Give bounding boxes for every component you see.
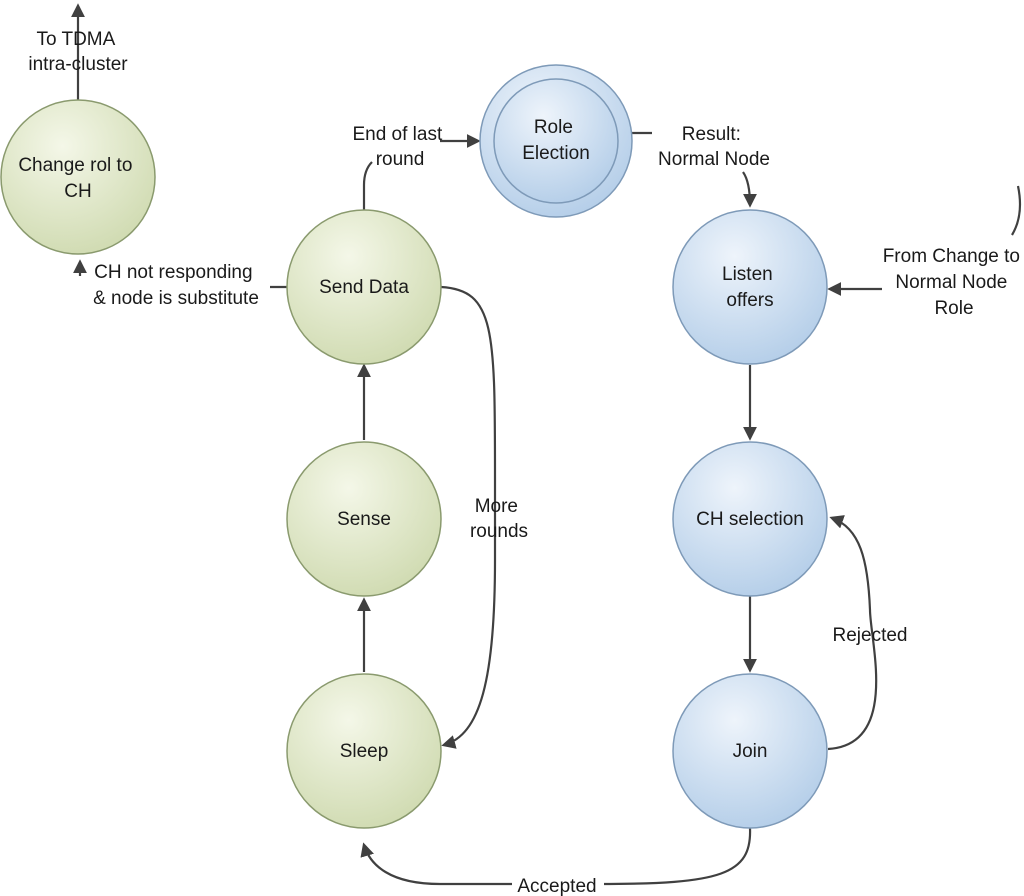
label-from-change-normal: From Change to Normal Node Role	[883, 246, 1024, 319]
node-change-role-ch[interactable]: Change rol to CH	[0, 99, 156, 255]
node-send-data[interactable]: Send Data	[286, 209, 442, 365]
label-ch-not-responding: CH not responding & node is substitute	[93, 262, 259, 309]
edge-more-rounds	[440, 285, 497, 749]
label-to-tdma: To TDMA intra-cluster	[28, 29, 128, 75]
node-sense[interactable]: Sense	[286, 441, 442, 597]
node-role-election[interactable]: Role Election	[479, 64, 633, 218]
edge-ch-not-responding	[80, 262, 287, 289]
edge-rejected	[827, 515, 878, 751]
label-rejected: Rejected	[833, 625, 908, 646]
node-ch-selection[interactable]: CH selection	[672, 441, 828, 597]
edge-from-change-normal	[1011, 185, 1022, 236]
node-label: CH selection	[696, 509, 804, 530]
node-label: Role Election	[522, 117, 590, 164]
node-label: Sleep	[340, 741, 389, 762]
node-listen-offers[interactable]: Listen offers	[672, 209, 828, 365]
label-end-of-last-round: End of last round	[352, 124, 447, 170]
edge-accepted	[360, 827, 752, 886]
node-label: Change rol to CH	[18, 155, 137, 202]
node-join[interactable]: Join	[672, 673, 828, 829]
edge-result-normal-arrow	[742, 171, 757, 208]
node-sleep[interactable]: Sleep	[286, 673, 442, 829]
label-result-normal-node: Result: Normal Node	[658, 124, 770, 170]
node-label: Send Data	[319, 277, 409, 298]
node-label: Listen offers	[722, 264, 778, 311]
edge-end-of-last-round	[362, 161, 373, 210]
node-label: Sense	[337, 509, 391, 530]
label-accepted: Accepted	[517, 876, 596, 896]
label-accepted-bg	[512, 872, 604, 896]
node-label: Join	[733, 741, 768, 762]
label-more-rounds: More rounds	[470, 496, 528, 542]
